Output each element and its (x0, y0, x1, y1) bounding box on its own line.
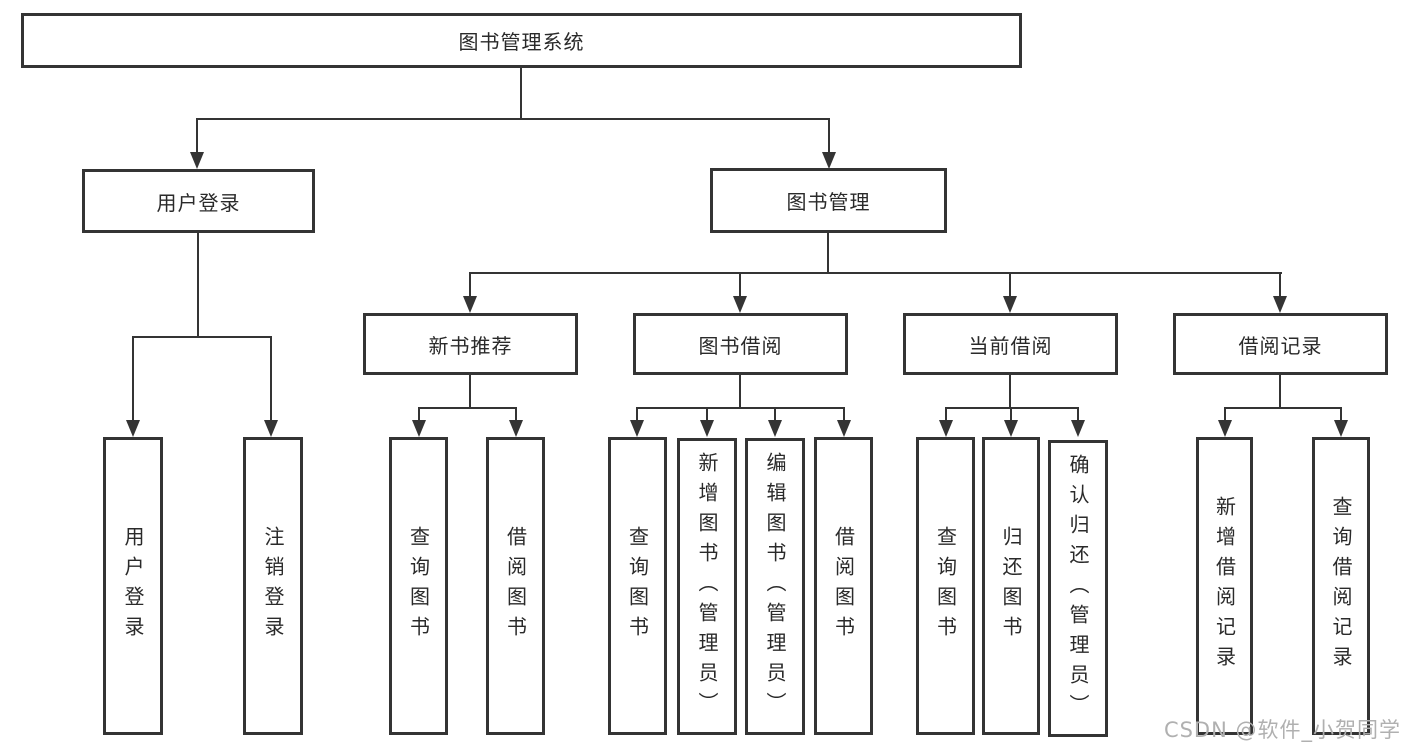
arrowhead-down-icon (412, 420, 426, 437)
connector-line (1009, 375, 1011, 409)
leaf-current-confirm-return-admin-label: 确认归还（管理员） (1066, 453, 1090, 724)
leaf-user-login: 用户登录 (103, 437, 163, 735)
leaf-user-login-label: 用户登录 (121, 526, 145, 646)
node-book-management-label: 图书管理 (786, 190, 871, 214)
connector-line (739, 272, 741, 298)
connector-line (1279, 375, 1281, 409)
node-user-login: 用户登录 (82, 169, 315, 233)
arrowhead-down-icon (190, 152, 204, 169)
node-borrowing-records: 借阅记录 (1173, 313, 1388, 375)
leaf-borrow-borrow-books-label: 借阅图书 (831, 526, 856, 646)
connector-line (1077, 407, 1079, 422)
node-current-borrowing: 当前借阅 (903, 313, 1118, 375)
arrowhead-down-icon (463, 296, 477, 313)
connector-line (1340, 407, 1342, 422)
arrowhead-down-icon (733, 296, 747, 313)
leaf-borrow-edit-books-admin-label: 编辑图书（管理员） (763, 451, 787, 722)
node-current-borrowing-label: 当前借阅 (968, 333, 1053, 358)
leaf-logout-label: 注销登录 (261, 526, 285, 646)
connector-line (739, 375, 741, 409)
node-root: 图书管理系统 (21, 13, 1022, 68)
leaf-current-return-books: 归还图书 (982, 437, 1040, 735)
leaf-borrow-borrow-books: 借阅图书 (814, 437, 873, 735)
node-book-management: 图书管理 (710, 168, 947, 233)
arrowhead-down-icon (1004, 420, 1018, 437)
leaf-records-add-record-label: 新增借阅记录 (1212, 496, 1237, 676)
connector-line (196, 118, 830, 120)
connector-line (843, 407, 845, 422)
arrowhead-down-icon (837, 420, 851, 437)
connector-line (418, 407, 420, 422)
leaf-newbook-query-books-label: 查询图书 (406, 526, 431, 646)
arrowhead-down-icon (939, 420, 953, 437)
leaf-borrow-edit-books-admin: 编辑图书（管理员） (745, 438, 805, 735)
arrowhead-down-icon (1273, 296, 1287, 313)
connector-line (828, 118, 830, 154)
connector-line (1224, 407, 1226, 422)
connector-line (132, 336, 272, 338)
arrowhead-down-icon (630, 420, 644, 437)
node-book-borrowing-label: 图书借阅 (698, 333, 783, 358)
arrowhead-down-icon (1334, 420, 1348, 437)
connector-line (197, 233, 199, 338)
arrowhead-down-icon (768, 420, 782, 437)
leaf-current-query-books: 查询图书 (916, 437, 975, 735)
connector-line (469, 272, 1282, 274)
node-new-book-recommend: 新书推荐 (363, 313, 578, 375)
arrowhead-down-icon (822, 152, 836, 169)
leaf-records-query-record-label: 查询借阅记录 (1329, 496, 1353, 676)
leaf-borrow-query-books: 查询图书 (608, 437, 667, 735)
arrowhead-down-icon (700, 420, 714, 437)
connector-line (636, 407, 845, 409)
connector-line (196, 118, 198, 154)
arrowhead-down-icon (509, 420, 523, 437)
connector-line (827, 233, 829, 274)
connector-line (515, 407, 517, 422)
leaf-borrow-add-books-admin-label: 新增图书（管理员） (695, 451, 719, 722)
connector-line (945, 407, 947, 422)
leaf-current-query-books-label: 查询图书 (933, 526, 958, 646)
arrowhead-down-icon (1071, 420, 1085, 437)
node-borrowing-records-label: 借阅记录 (1238, 333, 1323, 358)
arrowhead-down-icon (1218, 420, 1232, 437)
node-book-borrowing: 图书借阅 (633, 313, 848, 375)
watermark: CSDN @软件_小贺同学 (1163, 718, 1401, 742)
connector-line (1224, 407, 1342, 409)
connector-line (636, 407, 638, 422)
leaf-logout: 注销登录 (243, 437, 303, 735)
leaf-borrow-add-books-admin: 新增图书（管理员） (677, 438, 737, 735)
leaf-newbook-query-books: 查询图书 (389, 437, 448, 735)
leaf-current-return-books-label: 归还图书 (999, 526, 1023, 646)
connector-line (520, 68, 522, 119)
node-new-book-recommend-label: 新书推荐 (428, 333, 513, 358)
connector-line (132, 336, 134, 422)
leaf-newbook-borrow-books: 借阅图书 (486, 437, 545, 735)
connector-line (270, 336, 272, 422)
connector-line (1010, 407, 1012, 422)
arrowhead-down-icon (126, 420, 140, 437)
connector-line (469, 375, 471, 409)
connector-line (1279, 272, 1281, 298)
connector-line (418, 407, 517, 409)
leaf-borrow-query-books-label: 查询图书 (625, 526, 650, 646)
node-root-label: 图书管理系统 (458, 30, 585, 54)
arrowhead-down-icon (1003, 296, 1017, 313)
connector-line (774, 407, 776, 422)
connector-line (945, 407, 1079, 409)
arrowhead-down-icon (264, 420, 278, 437)
leaf-current-confirm-return-admin: 确认归还（管理员） (1048, 440, 1108, 737)
leaf-records-query-record: 查询借阅记录 (1312, 437, 1370, 735)
leaf-records-add-record: 新增借阅记录 (1196, 437, 1253, 735)
connector-line (1009, 272, 1011, 298)
leaf-newbook-borrow-books-label: 借阅图书 (503, 526, 528, 646)
node-user-login-label: 用户登录 (156, 190, 241, 215)
connector-line (469, 272, 471, 298)
connector-line (706, 407, 708, 422)
